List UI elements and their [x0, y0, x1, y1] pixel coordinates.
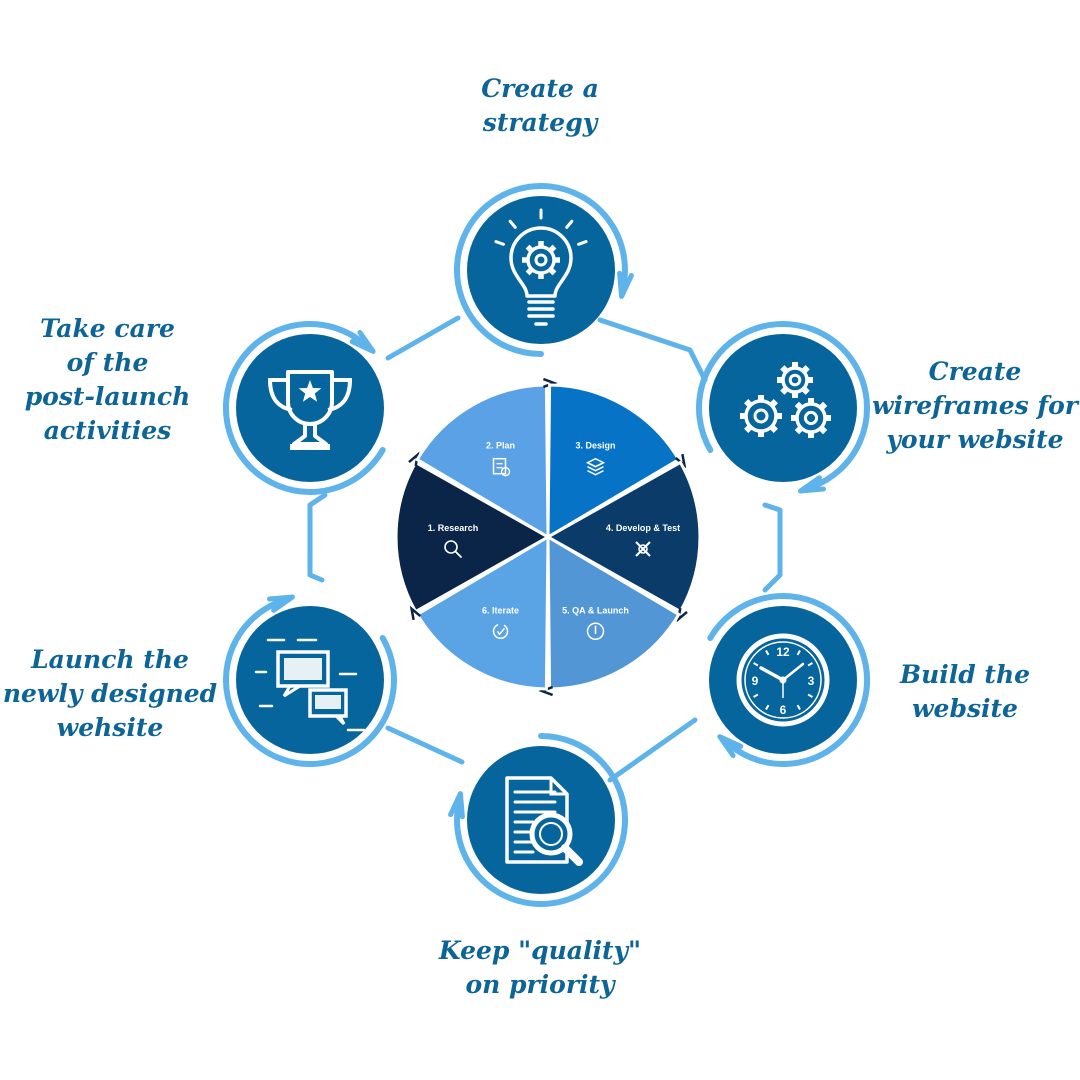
arrow-icon: [448, 791, 465, 820]
connector-build-quality: [607, 717, 698, 783]
step-ring: [223, 598, 397, 768]
wheel-segment: 2. Plan: [415, 377, 558, 540]
connector-launch-posttlaunch: [307, 492, 328, 583]
wheel-label: 2. Plan: [486, 441, 515, 451]
step-disc: [467, 196, 615, 344]
label-line: activities: [43, 416, 172, 445]
step-ring: [454, 733, 628, 907]
wheel-segment: 1. Research: [394, 451, 552, 614]
step-disc: [236, 334, 384, 482]
tools-icon: [635, 541, 651, 557]
arrow-icon: [267, 594, 295, 613]
wheel-wedge: [546, 383, 681, 540]
trophy-icon: [267, 370, 353, 450]
step-launch: [223, 594, 397, 768]
gears-icon: [740, 362, 831, 438]
wheel-label: 3. Design: [575, 441, 615, 451]
label-line: on priority: [465, 970, 615, 999]
step-wireframes: [696, 320, 870, 494]
arrow-icon: [617, 270, 634, 299]
arrow-icon: [349, 329, 376, 354]
hexagon-connectors: [307, 315, 783, 783]
step-ring: [454, 183, 628, 357]
label-line: Launch the: [31, 645, 189, 674]
chevron-right-icon: [408, 451, 420, 467]
step-disc: [709, 334, 857, 482]
clipboard-check-icon: [492, 457, 511, 477]
step-post-launch: [222, 321, 386, 495]
label-line: of the: [66, 348, 149, 377]
step-ring: [696, 320, 870, 490]
chevron-right-icon: [409, 605, 422, 621]
connector-quality-launch: [385, 725, 465, 765]
label-line: post-launch: [24, 382, 191, 411]
label-post-launch: Take care of the post-launch activities: [10, 312, 205, 448]
step-build: 12 3 6 9: [707, 593, 871, 767]
wheel-segment: 3. Design: [546, 383, 687, 540]
label-line: wireframes for: [872, 391, 1078, 420]
label-launch: Launch the newly designed wehsite: [0, 643, 220, 745]
svg-text:6: 6: [780, 703, 787, 717]
svg-text:3: 3: [808, 674, 815, 688]
clock-icon: 12 3 6 9: [736, 633, 830, 727]
wheel-label: 5. QA & Launch: [562, 605, 629, 615]
svg-text:9: 9: [752, 674, 759, 688]
lightbulb-gear-icon: [494, 208, 588, 326]
label-line: Create: [928, 357, 1022, 386]
label-line: Create a: [481, 74, 599, 103]
label-line: Build the: [899, 660, 1031, 689]
magnifier-icon: [444, 540, 462, 558]
label-line: Take care: [40, 314, 175, 343]
svg-text:12: 12: [776, 645, 790, 659]
label-quality: Keep "quality" on priority: [420, 934, 660, 1002]
chevron-right-icon: [676, 607, 688, 623]
wheel-segment: 5. QA & Launch: [538, 534, 681, 697]
wheel-wedge: [546, 534, 681, 691]
label-strategy: Create a strategy: [440, 72, 640, 140]
wheel-label: 4. Develop & Test: [606, 523, 680, 533]
wheel-wedge: [394, 460, 552, 614]
cycle-check-icon: [492, 623, 509, 639]
wheel-wedge: [415, 383, 550, 540]
label-line: Keep "quality": [438, 936, 642, 965]
wheel-wedge: [415, 534, 550, 691]
connector-strategy-wireframes: [597, 317, 708, 383]
wheel-label: 6. Iterate: [482, 605, 519, 615]
label-build: Build the website: [880, 658, 1050, 726]
wheel-segment: 6. Iterate: [409, 534, 550, 691]
step-ring: [707, 593, 871, 767]
label-line: strategy: [482, 108, 598, 137]
arrow-icon: [798, 475, 826, 494]
monitor-chat-icon: [254, 638, 366, 732]
layers-icon: [585, 457, 606, 476]
chevron-right-icon: [538, 685, 554, 697]
step-ring: [222, 321, 386, 495]
label-line: website: [912, 694, 1018, 723]
wheel-label: 1. Research: [428, 523, 479, 533]
process-wheel: 1. Research 2. Plan 3. Design 4. Develop & …: [394, 377, 702, 697]
wheel-segment: 4. Develop & Test: [544, 460, 702, 623]
power-icon: [586, 622, 605, 641]
chevron-right-icon: [542, 377, 558, 389]
wheel-wedge: [544, 460, 702, 614]
connector-wireframes-build: [762, 502, 783, 593]
label-line: your website: [886, 425, 1064, 454]
document-magnifier-icon: [505, 776, 583, 866]
label-line: wehsite: [56, 713, 164, 742]
step-strategy: [454, 183, 634, 357]
connector-posttlaunch-strategy: [385, 315, 461, 361]
label-line: newly designed: [2, 679, 218, 708]
arrow-icon: [717, 734, 744, 759]
step-quality: [448, 733, 628, 907]
label-wireframes: Create wireframes for your website: [870, 355, 1080, 457]
chevron-right-icon: [674, 453, 687, 469]
